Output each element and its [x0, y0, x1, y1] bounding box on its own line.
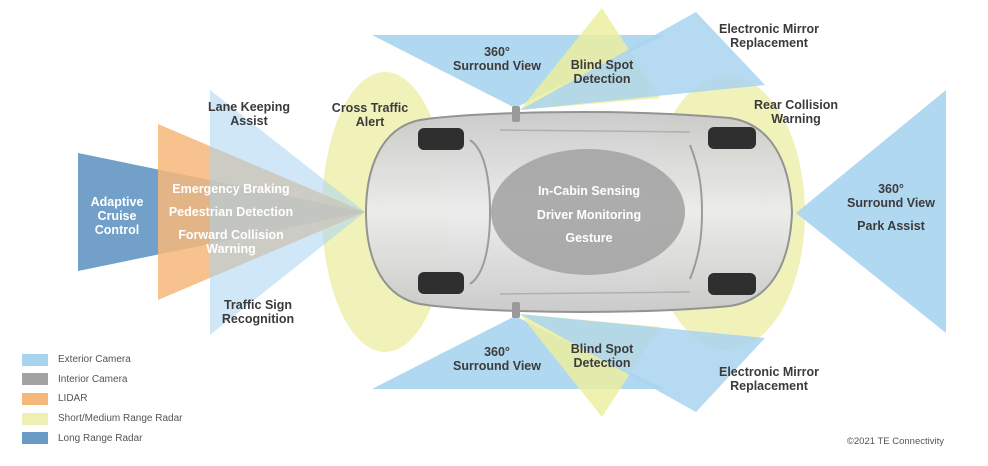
label-line: 360° — [484, 345, 510, 359]
label-surround-view-top: 360° Surround View — [453, 45, 541, 73]
rear-camera-cone — [796, 90, 946, 333]
label-line: Surround View — [453, 359, 541, 373]
label-cross-traffic-alert: Cross Traffic Alert — [332, 101, 408, 129]
label-lane-keeping-assist: Lane Keeping Assist — [208, 100, 290, 128]
label-line: Rear Collision — [753, 98, 839, 112]
label-traffic-sign-recognition: Traffic Sign Recognition — [222, 298, 294, 326]
label-line: Recognition — [221, 312, 295, 326]
label-park-assist: Park Assist — [857, 219, 925, 233]
mirror-camera-top-cone — [520, 12, 765, 110]
label-rear-collision-warning: Rear Collision Warning — [754, 98, 838, 126]
copyright-text: ©2021 TE Connectivity — [846, 436, 944, 447]
label-pedestrian-detection: Pedestrian Detection — [168, 205, 294, 219]
label-line: Electronic Mirror — [718, 365, 820, 379]
label-electronic-mirror-bottom: Electronic Mirror Replacement — [719, 365, 819, 393]
label-line: 360° — [484, 45, 510, 59]
legend-item-lidar: LIDAR — [22, 389, 183, 409]
legend-swatch — [22, 432, 48, 445]
label-line: Detection — [573, 72, 631, 86]
interior-camera-zone — [491, 149, 685, 275]
legend-item-short-medium-radar: Short/Medium Range Radar — [22, 409, 183, 429]
label-driver-monitoring: Driver Monitoring — [536, 208, 642, 222]
label-line: Blind Spot — [570, 58, 634, 72]
label-line: Electronic Mirror — [718, 22, 820, 36]
label-line: Warning — [771, 112, 821, 126]
label-line: Surround View — [847, 196, 935, 210]
label-line: Warning — [206, 242, 256, 256]
legend-swatch — [22, 373, 48, 386]
label-line: Lane Keeping — [208, 100, 290, 114]
legend-item-long-range-radar: Long Range Radar — [22, 428, 183, 448]
legend-item-interior-camera: Interior Camera — [22, 370, 183, 390]
legend-label: Exterior Camera — [58, 354, 131, 366]
label-adaptive-cruise-control: Adaptive Cruise Control — [91, 195, 144, 237]
front-camera-cone — [210, 90, 365, 335]
label-line: Blind Spot — [570, 342, 634, 356]
legend-swatch — [22, 412, 48, 425]
label-line: Control — [94, 223, 140, 237]
label-emergency-braking: Emergency Braking — [172, 182, 290, 196]
label-electronic-mirror-top: Electronic Mirror Replacement — [719, 22, 819, 50]
legend-label: LIDAR — [58, 393, 88, 405]
label-line: Surround View — [453, 59, 541, 73]
label-surround-view-bottom: 360° Surround View — [453, 345, 541, 373]
label-blind-spot-detection-top: Blind Spot Detection — [571, 58, 634, 86]
label-line: Cruise — [97, 209, 137, 223]
label-in-cabin-sensing: In-Cabin Sensing — [537, 184, 641, 198]
label-line: Alert — [355, 115, 385, 129]
label-line: Forward Collision — [178, 228, 284, 242]
label-surround-view-right: 360° Surround View — [847, 182, 935, 210]
label-line: Adaptive — [90, 195, 144, 209]
label-forward-collision-warning: Forward Collision Warning — [178, 228, 284, 256]
legend-label: Long Range Radar — [58, 432, 143, 444]
legend-swatch — [22, 392, 48, 405]
label-line: Detection — [573, 356, 631, 370]
mirror-camera-bottom-cone — [520, 314, 765, 412]
label-gesture: Gesture — [565, 231, 613, 245]
label-blind-spot-detection-bottom: Blind Spot Detection — [571, 342, 634, 370]
label-line: Replacement — [730, 379, 808, 393]
legend-swatch — [22, 353, 48, 366]
label-line: Assist — [230, 114, 268, 128]
legend-label: Short/Medium Range Radar — [58, 413, 183, 425]
label-line: Cross Traffic — [331, 101, 409, 115]
label-line: Replacement — [730, 36, 808, 50]
legend-item-exterior-camera: Exterior Camera — [22, 350, 183, 370]
legend-label: Interior Camera — [58, 373, 128, 385]
legend: Exterior Camera Interior Camera LIDAR Sh… — [22, 350, 183, 448]
label-line: Traffic Sign — [223, 298, 293, 312]
label-line: 360° — [878, 182, 904, 196]
